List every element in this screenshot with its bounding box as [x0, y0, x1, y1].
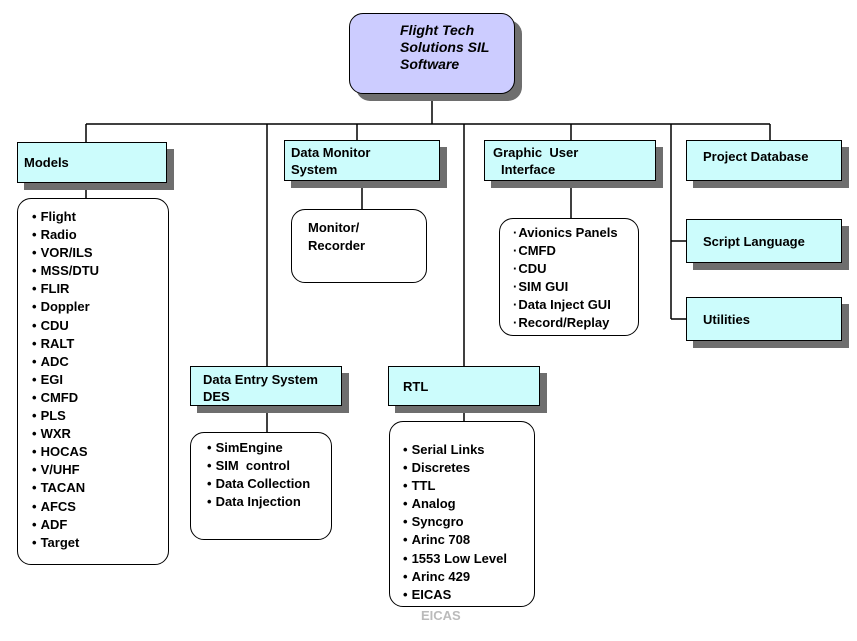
models-item: VOR/ILS [32, 244, 168, 262]
project-database-title: Project Database [703, 149, 809, 164]
rtl-item: Arinc 708 [403, 531, 534, 549]
rtl-item: Arinc 429 [403, 568, 534, 586]
gui-item: CMFD [513, 242, 638, 260]
models-item: ADC [32, 353, 168, 371]
models-item: EGI [32, 371, 168, 389]
data-entry-title-line-1: Data Entry System [203, 372, 318, 387]
root-title-line-1: Flight Tech [400, 22, 475, 38]
data-entry-item: Data Injection [207, 493, 331, 511]
data-entry-item: SIM control [207, 457, 331, 475]
root-title-line-2: Solutions SIL [400, 39, 490, 55]
models-item: Radio [32, 226, 168, 244]
gui-item: SIM GUI [513, 278, 638, 296]
models-item: RALT [32, 335, 168, 353]
models-item: Target [32, 534, 168, 552]
gui-item: CDU [513, 260, 638, 278]
data-entry-item: SimEngine [207, 439, 331, 457]
rtl-list: Serial Links Discretes TTL Analog Syncgr… [389, 421, 535, 607]
data-monitor-title-line-1: Data Monitor [291, 145, 371, 160]
gui-title-line-1: Graphic User [493, 145, 579, 160]
models-item: FLIR [32, 280, 168, 298]
data-entry-item: Data Collection [207, 475, 331, 493]
rtl-overflow-text: EICAS [421, 608, 461, 623]
gui-item: Data Inject GUI [513, 296, 638, 314]
rtl-item: EICAS [403, 586, 534, 604]
monitor-recorder-line-1: Monitor/ [308, 220, 360, 235]
root-node-flight-tech-sil-software: Flight Tech Solutions SIL Software [349, 13, 515, 94]
models-item: Doppler [32, 298, 168, 316]
models-item: HOCAS [32, 443, 168, 461]
rtl-box: RTL [388, 366, 540, 406]
root-title-line-3: Software [400, 56, 460, 72]
data-monitor-title-line-2: System [291, 162, 338, 177]
rtl-item: Discretes [403, 459, 534, 477]
models-item: V/UHF [32, 461, 168, 479]
gui-item: Avionics Panels [513, 224, 638, 242]
gui-item: Record/Replay [513, 314, 638, 332]
models-box: Models [17, 142, 167, 183]
models-item: MSS/DTU [32, 262, 168, 280]
gui-box: Graphic User Interface [484, 140, 656, 181]
rtl-item: TTL [403, 477, 534, 495]
models-item: WXR [32, 425, 168, 443]
rtl-item: 1553 Low Level [403, 550, 534, 568]
script-language-box: Script Language [686, 219, 842, 263]
rtl-item: Analog [403, 495, 534, 513]
rtl-item: Syncgro [403, 513, 534, 531]
models-title: Models [24, 155, 69, 170]
gui-title-line-2: Interface [501, 162, 556, 177]
script-language-title: Script Language [703, 234, 805, 249]
models-item: Flight [32, 208, 168, 226]
models-item: CDU [32, 317, 168, 335]
utilities-title: Utilities [703, 312, 750, 327]
data-entry-system-box: Data Entry System DES [190, 366, 342, 406]
models-item: PLS [32, 407, 168, 425]
monitor-recorder-box: Monitor/ Recorder [291, 209, 427, 283]
rtl-title: RTL [403, 379, 429, 394]
models-item: ADF [32, 516, 168, 534]
models-item: TACAN [32, 479, 168, 497]
models-list: Flight Radio VOR/ILS MSS/DTU FLIR Dopple… [17, 198, 169, 565]
data-entry-title-line-2: DES [203, 389, 230, 404]
utilities-box: Utilities [686, 297, 842, 341]
monitor-recorder-line-2: Recorder [308, 238, 366, 254]
gui-list: Avionics Panels CMFD CDU SIM GUI Data In… [499, 218, 639, 336]
models-item: AFCS [32, 498, 168, 516]
data-monitor-system-box: Data Monitor System [284, 140, 440, 181]
models-item: CMFD [32, 389, 168, 407]
rtl-item: Serial Links [403, 441, 534, 459]
data-entry-list: SimEngine SIM control Data Collection Da… [190, 432, 332, 540]
project-database-box: Project Database [686, 140, 842, 181]
